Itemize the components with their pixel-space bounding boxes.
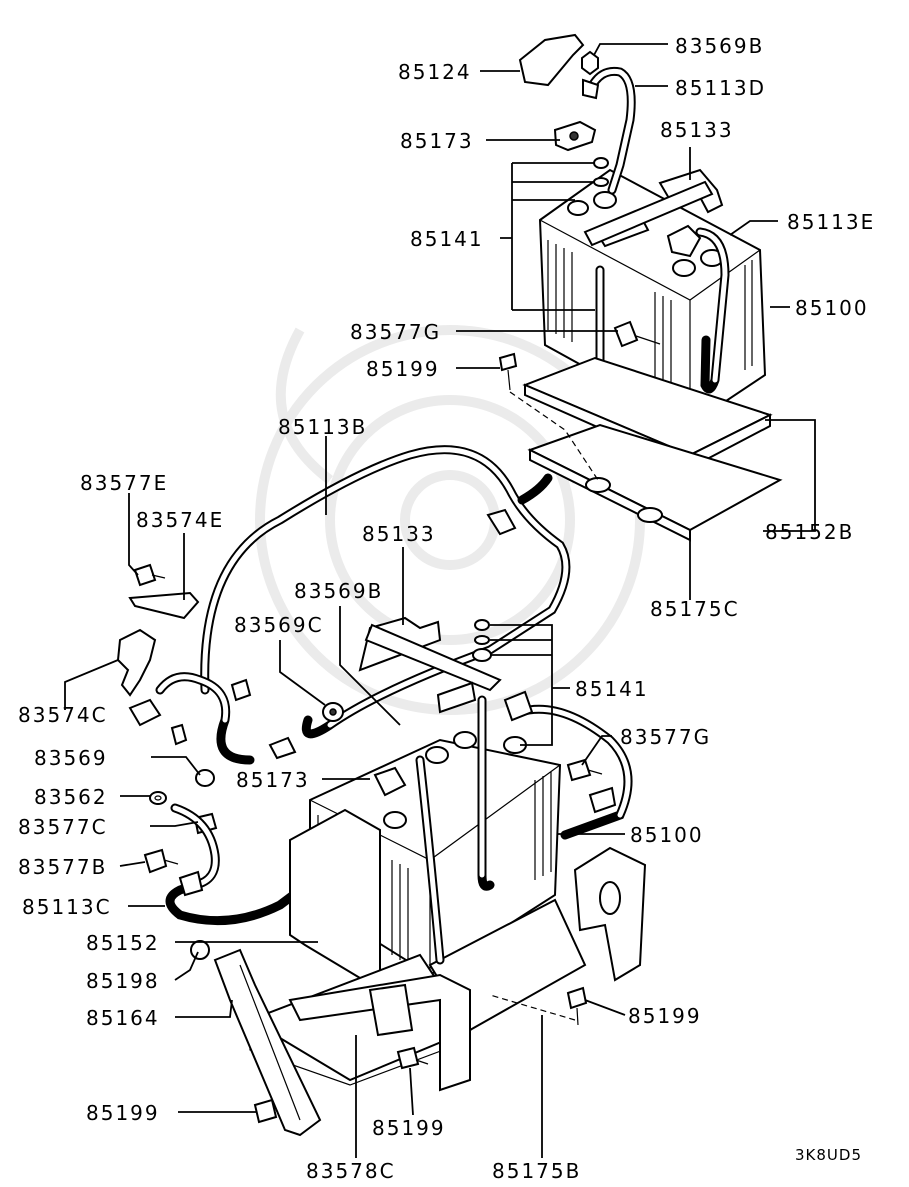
- stay-85164: [213, 948, 322, 1137]
- callout-85100-top: 85100: [795, 296, 869, 320]
- washer-83562: [149, 791, 167, 805]
- callout-85113D: 85113D: [675, 76, 766, 100]
- nut-83569B-top: [581, 50, 599, 76]
- terminal-cover-85124: [518, 33, 585, 87]
- callout-83574C: 83574C: [18, 703, 108, 727]
- clamp-85173-top: [553, 120, 597, 152]
- callout-85198: 85198: [86, 969, 160, 993]
- callout-labels: 85124 83569B 85113D 85173 85133 85113E 8…: [18, 34, 875, 1183]
- callout-85173-top: 85173: [400, 129, 474, 153]
- battery-box-85152: [289, 808, 381, 992]
- callout-83577E: 83577E: [80, 471, 168, 495]
- callout-83562: 83562: [34, 785, 108, 809]
- cable-85113D: [582, 66, 636, 195]
- callout-85199-bottom: 85199: [372, 1116, 446, 1140]
- callout-83569: 83569: [34, 746, 108, 770]
- callout-83574E: 83574E: [136, 508, 224, 532]
- nut-85198: [190, 940, 210, 960]
- callout-85199-right: 85199: [628, 1004, 702, 1028]
- callout-83577G-mid: 83577G: [620, 725, 711, 749]
- bolt-83577G-mid: [566, 758, 603, 782]
- bolt-83577B: [143, 848, 179, 874]
- nut-83569: [195, 769, 215, 787]
- callout-83569B-top: 83569B: [675, 34, 764, 58]
- callout-83578C: 83578C: [306, 1159, 396, 1183]
- bolt-85199-bottom: [396, 1046, 429, 1070]
- plate-83574E: [128, 591, 200, 620]
- callout-85175B: 85175B: [492, 1159, 581, 1183]
- cable-85113E: [695, 227, 730, 394]
- hold-down-bar-85133-mid: [358, 616, 502, 692]
- callout-85100-mid: 85100: [630, 823, 704, 847]
- callout-85141-mid: 85141: [575, 677, 649, 701]
- clamp-83574C: [116, 628, 157, 697]
- callout-85175C: 85175C: [650, 597, 740, 621]
- callout-83569B-mid: 83569B: [294, 579, 383, 603]
- bolt-83577G-upper: [613, 320, 661, 348]
- callout-83577C: 83577C: [18, 815, 108, 839]
- diagram-code: 3K8UD5: [795, 1146, 862, 1164]
- callout-85173-mid: 85173: [236, 768, 310, 792]
- callout-85164: 85164: [86, 1006, 160, 1030]
- cable-lower-right: [503, 690, 633, 840]
- callout-85133-top: 85133: [660, 118, 734, 142]
- bolt-83577E: [133, 563, 166, 587]
- leader-lines: [64, 43, 816, 1158]
- nut-83569C: [322, 702, 344, 722]
- cable-lower-center: [373, 755, 445, 965]
- wiring-harness: [128, 672, 297, 765]
- side-bracket-right: [573, 846, 647, 982]
- callout-85152B: 85152B: [765, 520, 854, 544]
- hold-down-83578C: [288, 973, 471, 1092]
- bolt-85199-left: [253, 1098, 278, 1124]
- callout-83577G-top: 83577G: [350, 320, 441, 344]
- callout-85199-left: 85199: [86, 1101, 160, 1125]
- callout-85133-mid: 85133: [362, 522, 436, 546]
- callout-83569C: 83569C: [234, 613, 324, 637]
- hold-down-bar-85133-upper: [583, 168, 724, 247]
- bolt-85199-right: [489, 986, 588, 1026]
- callout-83577B: 83577B: [18, 855, 107, 879]
- bolt-85199-upper: [498, 352, 599, 481]
- callout-85113C: 85113C: [22, 895, 112, 919]
- callout-85141-top: 85141: [410, 227, 484, 251]
- callout-85199-top: 85199: [366, 357, 440, 381]
- callout-85113E: 85113E: [787, 210, 875, 234]
- callout-85113B: 85113B: [278, 415, 367, 439]
- rod-85141-mid: [436, 619, 495, 891]
- callout-85152: 85152: [86, 931, 160, 955]
- callout-85124: 85124: [398, 60, 472, 84]
- cable-85113C: [165, 803, 305, 926]
